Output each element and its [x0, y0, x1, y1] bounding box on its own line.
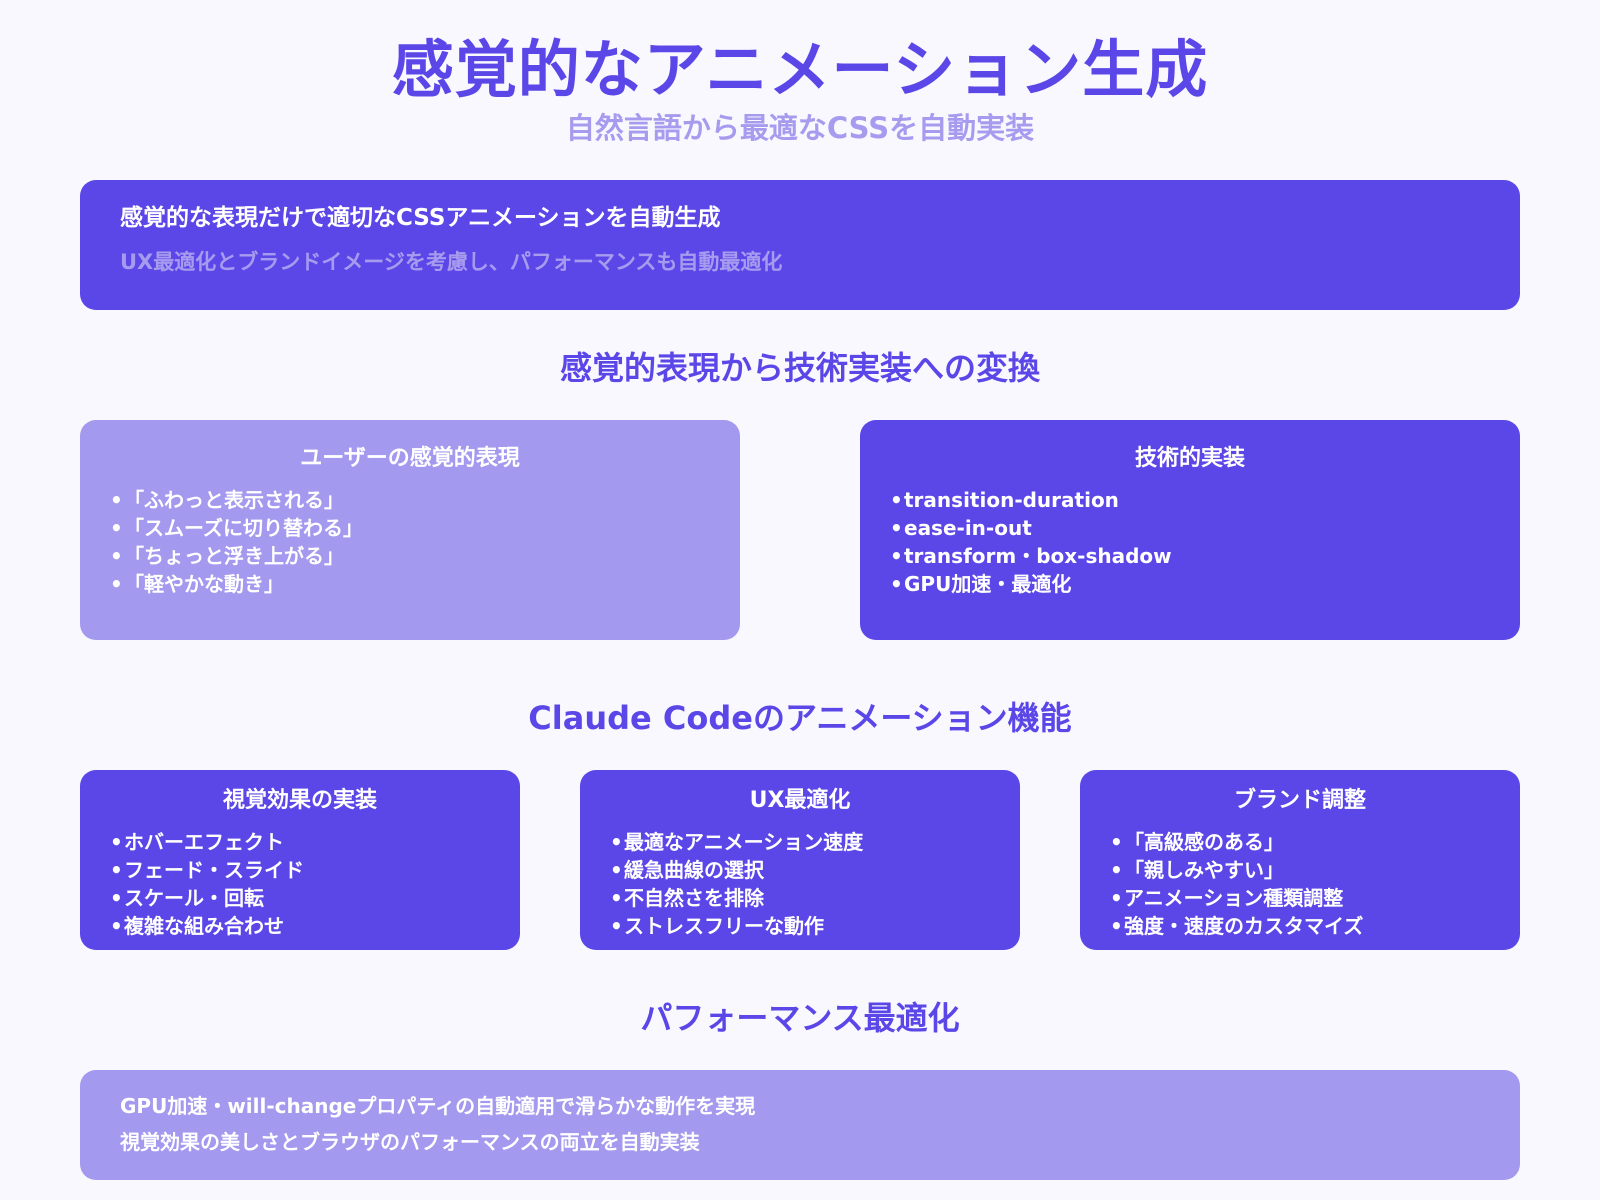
list-item: フェード・スライド [110, 856, 490, 884]
card-list: 「ふわっと表示される」 「スムーズに切り替わる」 「ちょっと浮き上がる」 「軽や… [110, 486, 710, 598]
list-item: 「高級感のある」 [1110, 828, 1490, 856]
list-item: 「スムーズに切り替わる」 [110, 514, 710, 542]
feature-card-visual-effects: 視覚効果の実装 ホバーエフェクト フェード・スライド スケール・回転 複雑な組み… [80, 770, 520, 950]
card-title: UX最適化 [749, 788, 851, 813]
list-item: transition-duration [890, 486, 1490, 514]
card-list: 「高級感のある」 「親しみやすい」 アニメーション種類調整 強度・速度のカスタマ… [1110, 828, 1490, 940]
page-subtitle: 自然言語から最適なCSSを自動実装 [565, 111, 1035, 145]
card-title: 技術的実装 [1134, 446, 1245, 471]
list-item: 「ちょっと浮き上がる」 [110, 542, 710, 570]
user-expression-card: ユーザーの感覚的表現 「ふわっと表示される」 「スムーズに切り替わる」 「ちょっ… [80, 420, 740, 640]
card-title: ユーザーの感覚的表現 [300, 446, 520, 471]
list-item: ストレスフリーな動作 [610, 912, 990, 940]
list-item: ease-in-out [890, 514, 1490, 542]
list-item: スケール・回転 [110, 884, 490, 912]
list-item: ホバーエフェクト [110, 828, 490, 856]
performance-line-2: 視覚効果の美しさとブラウザのパフォーマンスの両立を自動実装 [120, 1130, 700, 1154]
section-title-conversion: 感覚的表現から技術実装への変換 [559, 349, 1040, 387]
list-item: 緩急曲線の選択 [610, 856, 990, 884]
list-item: 「ふわっと表示される」 [110, 486, 710, 514]
section-title-performance: パフォーマンス最適化 [640, 999, 960, 1037]
list-item: 「親しみやすい」 [1110, 856, 1490, 884]
card-title: ブランド調整 [1233, 788, 1366, 813]
tech-implementation-card: 技術的実装 transition-duration ease-in-out tr… [860, 420, 1520, 640]
feature-card-ux-optimization: UX最適化 最適なアニメーション速度 緩急曲線の選択 不自然さを排除 ストレスフ… [580, 770, 1020, 950]
list-item: 複雑な組み合わせ [110, 912, 490, 940]
list-item: transform・box-shadow [890, 542, 1490, 570]
intro-banner: 感覚的な表現だけで適切なCSSアニメーションを自動生成 UX最適化とブランドイメ… [80, 180, 1520, 310]
banner-subline: UX最適化とブランドイメージを考慮し、パフォーマンスも自動最適化 [120, 250, 783, 274]
list-item: 不自然さを排除 [610, 884, 990, 912]
list-item: 最適なアニメーション速度 [610, 828, 990, 856]
list-item: 強度・速度のカスタマイズ [1110, 912, 1490, 940]
card-list: ホバーエフェクト フェード・スライド スケール・回転 複雑な組み合わせ [110, 828, 490, 940]
card-title: 視覚効果の実装 [222, 788, 377, 813]
list-item: アニメーション種類調整 [1110, 884, 1490, 912]
list-item: 「軽やかな動き」 [110, 570, 710, 598]
performance-card: GPU加速・will-changeプロパティの自動適用で滑らかな動作を実現 視覚… [80, 1070, 1520, 1180]
performance-line-1: GPU加速・will-changeプロパティの自動適用で滑らかな動作を実現 [120, 1094, 756, 1118]
banner-headline: 感覚的な表現だけで適切なCSSアニメーションを自動生成 [120, 205, 721, 231]
feature-card-brand-adjustment: ブランド調整 「高級感のある」 「親しみやすい」 アニメーション種類調整 強度・… [1080, 770, 1520, 950]
card-list: transition-duration ease-in-out transfor… [890, 486, 1490, 598]
page-title: 感覚的なアニメーション生成 [391, 33, 1209, 106]
card-list: 最適なアニメーション速度 緩急曲線の選択 不自然さを排除 ストレスフリーな動作 [610, 828, 990, 940]
list-item: GPU加速・最適化 [890, 570, 1490, 598]
section-title-features: Claude Codeのアニメーション機能 [528, 699, 1072, 737]
